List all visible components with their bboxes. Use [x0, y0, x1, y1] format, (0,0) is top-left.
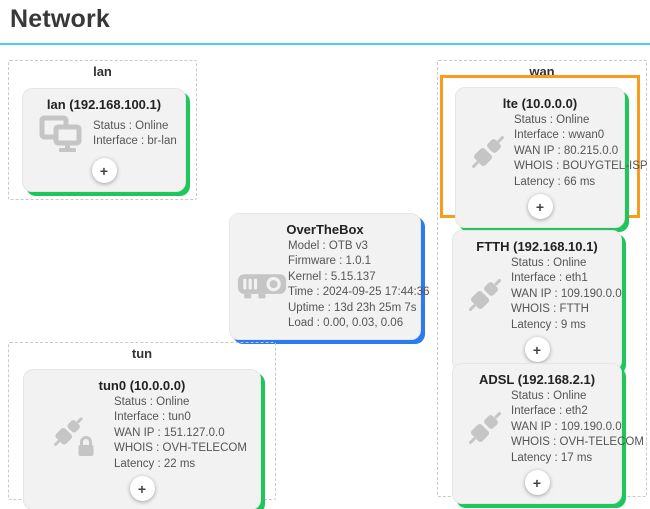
expand-button[interactable]: +: [91, 158, 117, 183]
expand-button[interactable]: +: [524, 337, 550, 363]
info-line: Load : 0.00, 0.03, 0.06: [288, 317, 404, 330]
card-title: ADSL (192.168.2.1): [478, 372, 596, 387]
expand-button[interactable]: +: [527, 194, 553, 220]
expand-button[interactable]: +: [129, 476, 155, 502]
expand-button[interactable]: +: [524, 470, 550, 496]
info-line: Latency : 17 ms: [511, 451, 593, 464]
card-title: lan (192.168.100.1): [46, 97, 162, 112]
info-line: WAN IP : 109.190.0.0: [511, 420, 622, 433]
plug-connector-icon: [472, 135, 504, 168]
header-divider: [0, 43, 650, 45]
info-line: Status : Online: [93, 119, 169, 132]
card-info: Status : Online Interface : eth2 WAN IP …: [511, 389, 644, 466]
card-title: lte (10.0.0.0): [502, 96, 578, 111]
info-line: WAN IP : 109.190.0.0: [511, 287, 622, 300]
router-device-icon: [237, 274, 287, 299]
card-overthebox[interactable]: OverTheBox Model : OTB v3 Firmware : 1.0…: [229, 213, 430, 341]
plug-connector-icon: [469, 278, 501, 311]
info-line: Kernel : 5.15.137: [288, 270, 376, 283]
card-lte[interactable]: lte (10.0.0.0) Status: [455, 87, 648, 229]
info-line: Status : Online: [511, 257, 587, 269]
card-tun0[interactable]: tun0 (10.0.0.0) Status: [23, 369, 261, 509]
info-line: Interface : wwan0: [514, 129, 605, 142]
card-lan[interactable]: lan (192.168.100.1) Status : Online Inte…: [22, 88, 186, 192]
card-adsl[interactable]: ADSL (192.168.2.1) Status : Online Int: [452, 363, 644, 505]
plug-lock-icon: [54, 416, 94, 456]
card-info: Model : OTB v3 Firmware : 1.0.1 Kernel :…: [288, 239, 430, 331]
info-line: WHOIS : OVH-TELECOM: [511, 436, 644, 449]
info-line: WAN IP : 151.127.0.0: [114, 426, 225, 439]
selected-card-highlight: lte (10.0.0.0) Status: [440, 75, 648, 229]
group-lan-label: lan: [93, 64, 112, 79]
card-info: Status : Online Interface : wwan0 WAN IP…: [514, 113, 648, 190]
info-line: Latency : 66 ms: [514, 175, 596, 188]
card-info: Status : Online Interface : eth1 WAN IP …: [511, 256, 622, 333]
card-ftth[interactable]: FTTH (192.168.10.1) Status : Online In: [452, 230, 622, 372]
card-title: FTTH (192.168.10.1): [476, 239, 598, 254]
card-info: Status : Online Interface : tun0 WAN IP …: [114, 395, 254, 472]
info-line: Interface : eth2: [511, 405, 588, 418]
group-lan: lan lan (192.168.100.1) Status : Online …: [8, 60, 197, 200]
info-line: Model : OTB v3: [288, 240, 368, 252]
info-line: Uptime : 13d 23h 25m 7s: [288, 301, 417, 314]
page-title: Network: [10, 5, 111, 33]
info-line: WHOIS : FTTH: [511, 303, 589, 316]
info-line: Time : 2024-09-25 17:44:36: [288, 286, 430, 299]
info-line: WAN IP : 80.215.0.0: [514, 144, 619, 157]
card-info: Status : Online Interface : br-lan: [93, 119, 179, 150]
info-line: Status : Online: [114, 396, 190, 408]
group-tun-label: tun: [131, 346, 153, 361]
group-tun: tun tun0 (10.0.0.0): [8, 342, 276, 509]
card-title: OverTheBox: [286, 222, 364, 237]
info-line: Status : Online: [511, 390, 587, 402]
group-wan: wan lte (10.0.0.0): [437, 60, 648, 505]
card-title: tun0 (10.0.0.0): [98, 378, 186, 393]
info-line: Interface : br-lan: [93, 135, 177, 147]
info-line: Interface : eth1: [511, 272, 588, 285]
info-line: Firmware : 1.0.1: [288, 255, 372, 268]
info-line: WHOIS : OVH-TELECOM: [114, 442, 247, 455]
lan-devices-icon: [39, 115, 82, 152]
info-line: Interface : tun0: [114, 411, 191, 424]
info-line: Status : Online: [514, 114, 590, 126]
info-line: Latency : 9 ms: [511, 318, 586, 331]
plug-connector-icon: [469, 411, 501, 444]
info-line: WHOIS : BOUYGTEL-ISP: [514, 160, 648, 173]
info-line: Latency : 22 ms: [114, 457, 196, 470]
